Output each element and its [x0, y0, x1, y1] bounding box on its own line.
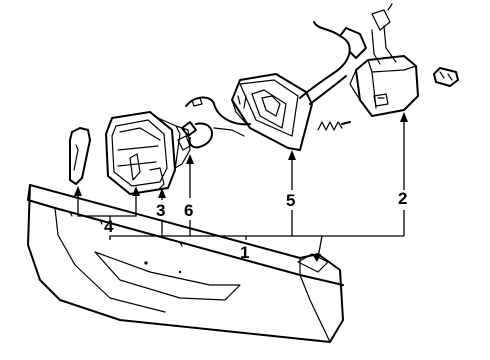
connector-plug	[433, 67, 459, 87]
retaining-clip	[177, 121, 213, 151]
bumper-cover	[27, 184, 344, 343]
callout-4: 4	[104, 217, 114, 236]
mounting-bracket	[349, 55, 419, 117]
lamp-housing	[231, 73, 313, 151]
callout-lines	[74, 112, 408, 262]
adjuster-spring	[317, 121, 351, 131]
callout-1: 1	[240, 243, 249, 262]
wiring-harness	[299, 3, 397, 105]
callout-labels: 1 2 3 4 5 6	[104, 189, 407, 262]
lens-cover	[69, 127, 91, 185]
callout-2: 2	[398, 189, 407, 208]
bulb-wire	[185, 96, 251, 137]
callout-3: 3	[156, 201, 165, 220]
callout-5: 5	[286, 191, 295, 210]
fog-lamp	[105, 111, 191, 195]
callout-6: 6	[184, 201, 193, 220]
